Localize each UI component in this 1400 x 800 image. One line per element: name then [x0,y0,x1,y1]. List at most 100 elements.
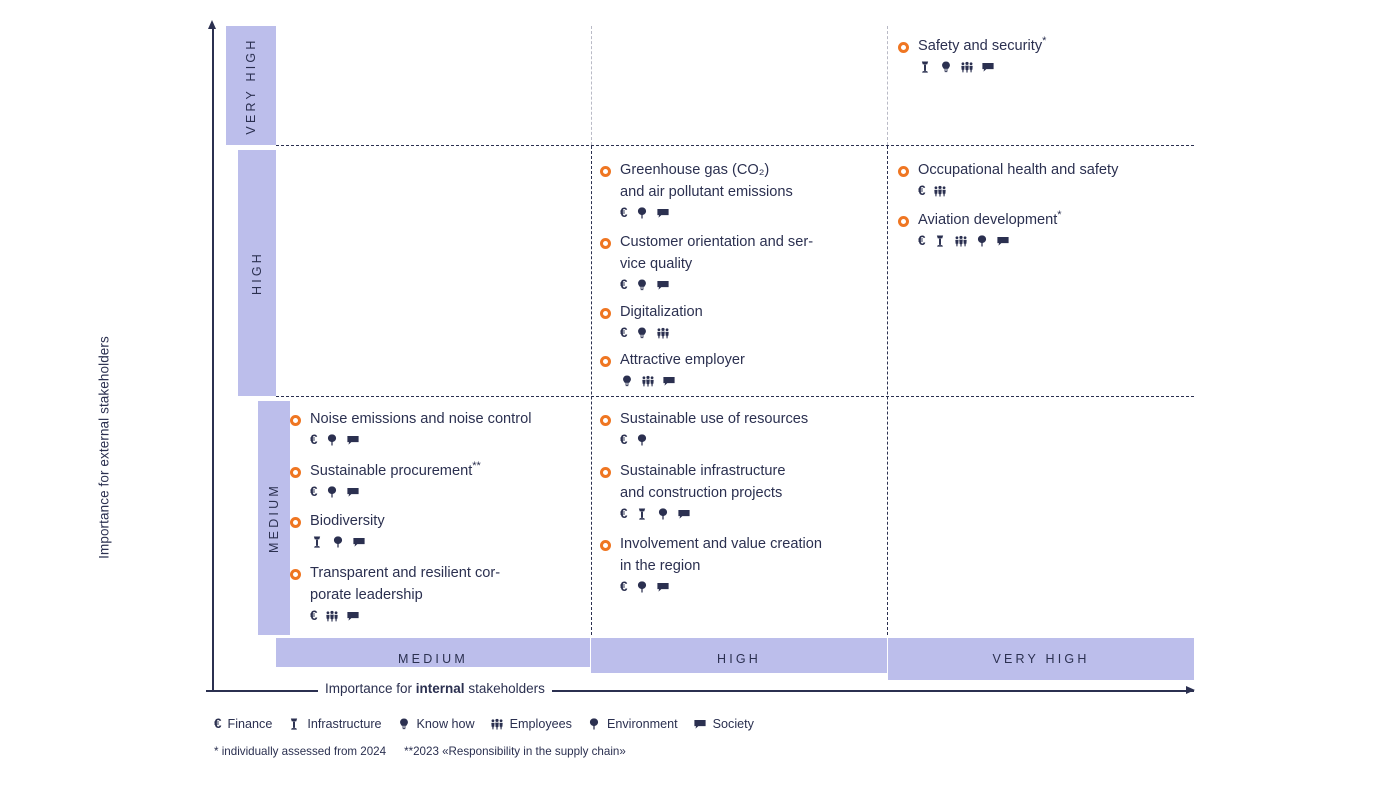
lightbulb-icon [637,278,646,290]
legend-item-label: Society [712,717,754,731]
speech-bubble-icon [677,509,690,519]
topic-bullet-icon [600,238,611,249]
topic-bullet-icon [600,540,611,551]
topic-icon-row: € [620,432,808,449]
topic-item[interactable]: Digitalization€ [600,302,703,342]
topic-label: Sustainable infrastructure and construct… [620,463,786,501]
euro-icon: € [620,325,628,341]
euro-icon: € [620,505,628,521]
x-band-medium: MEDIUM [276,638,590,667]
tree-icon [327,486,336,498]
tree-icon [658,507,667,520]
topic-icon-row: € [918,233,1062,250]
legend-item: Infrastructure [287,717,382,731]
topic-item[interactable]: Aviation development* € [898,210,1062,250]
tree-icon [637,206,646,219]
euro-icon: € [310,484,318,500]
quadrant-divider-vertical-2-upper [887,26,888,145]
euro-icon: € [310,432,318,448]
topic-label: Attractive employer [620,352,745,368]
topic-item[interactable]: Transparent and resilient cor- porate le… [290,563,500,624]
y-band-medium: MEDIUM [258,401,290,635]
euro-icon: € [620,276,628,292]
topic-item[interactable]: Sustainable procurement**€ [290,461,481,501]
speech-bubble-icon [346,611,359,621]
topic-label: Customer orientation and ser- vice quali… [620,234,814,272]
tree-icon [589,718,599,730]
topic-footnote-marker: * [1057,209,1062,222]
topic-body: Biodiversity [310,511,385,551]
topic-body: Transparent and resilient cor- porate le… [310,563,500,624]
y-axis-line [212,26,214,690]
topic-icon-row: € [620,204,793,221]
euro-icon: € [918,183,926,199]
euro-icon: € [620,204,628,220]
topic-item[interactable]: Customer orientation and ser- vice quali… [600,232,813,293]
topic-icon-row: € [620,325,703,342]
topic-label: Noise emissions and noise control [310,411,532,427]
euro-icon: € [620,578,628,594]
topic-item[interactable]: Sustainable infrastructure and construct… [600,461,785,522]
tree-icon [977,235,986,247]
topic-label: Greenhouse gas (CO₂) and air pollutant e… [620,162,793,200]
y-axis-arrow-icon [208,20,216,29]
topic-bullet-icon [600,415,611,426]
footnote-1: * individually assessed from 2024 [214,745,387,758]
lightbulb-icon [942,61,950,73]
y-band-very-high: VERY HIGH [226,26,276,145]
topic-label: Safety and security* [918,35,1047,54]
topic-bullet-icon [290,569,301,580]
topic-item[interactable]: Safety and security* [898,36,1046,76]
topic-bullet-icon [898,166,909,177]
topic-item[interactable]: Occupational health and safety€ [898,160,1118,200]
infrastructure-tower-icon [638,508,645,520]
euro-icon: € [310,607,318,623]
topic-icon-row [310,534,385,551]
infrastructure-tower-icon [936,235,943,247]
topic-icon-row: € [620,505,785,522]
topic-icon-row: € [918,183,1118,200]
speech-bubble-icon [346,487,359,497]
speech-bubble-icon [982,62,994,72]
topic-icon-row: € [620,578,822,595]
topic-item[interactable]: Noise emissions and noise control € [290,409,531,449]
x-axis-title: Importance for internal stakeholders [318,681,552,696]
topic-body: Occupational health and safety€ [918,160,1118,200]
employees-people-icon [933,185,946,197]
topic-item[interactable]: Biodiversity [290,511,385,551]
topic-bullet-icon [898,216,909,227]
tree-icon [327,434,336,446]
topic-bullet-icon [600,356,611,367]
employees-people-icon [961,61,973,73]
topic-label: Aviation development* [918,209,1062,228]
topic-label: Sustainable use of resources [620,411,809,427]
speech-bubble-icon [656,582,669,592]
topic-bullet-icon [600,467,611,478]
legend-item: Know how [397,717,475,731]
topic-label: Transparent and resilient cor- porate le… [310,565,501,603]
topic-label: Involvement and value creation in the re… [620,536,823,574]
x-axis-title-bold: internal [415,681,465,696]
quadrant-divider-vertical-1 [591,146,592,635]
topic-body: Aviation development* € [918,210,1062,250]
speech-bubble-icon [996,236,1009,246]
legend-item: Environment [587,717,678,731]
topic-body: Greenhouse gas (CO₂) and air pollutant e… [620,160,793,221]
speech-bubble-icon [346,435,359,445]
legend-item-label: Know how [416,717,475,731]
x-band-high-label: HIGH [716,652,762,666]
topic-bullet-icon [290,415,301,426]
speech-bubble-icon [663,376,675,386]
topic-item[interactable]: Sustainable use of resources € [600,409,808,449]
employees-people-icon [656,327,669,339]
topic-item[interactable]: Greenhouse gas (CO₂) and air pollutant e… [600,160,793,221]
employees-people-icon [954,235,967,247]
legend-item-label: Employees [509,717,572,731]
topic-icon-row: € [620,276,813,293]
footnotes: * individually assessed from 2024 **2023… [214,745,626,758]
topic-body: Safety and security* [918,36,1046,76]
legend-item-label: Finance [227,717,273,731]
topic-item[interactable]: Involvement and value creation in the re… [600,534,822,595]
topic-item[interactable]: Attractive employer [600,350,745,390]
